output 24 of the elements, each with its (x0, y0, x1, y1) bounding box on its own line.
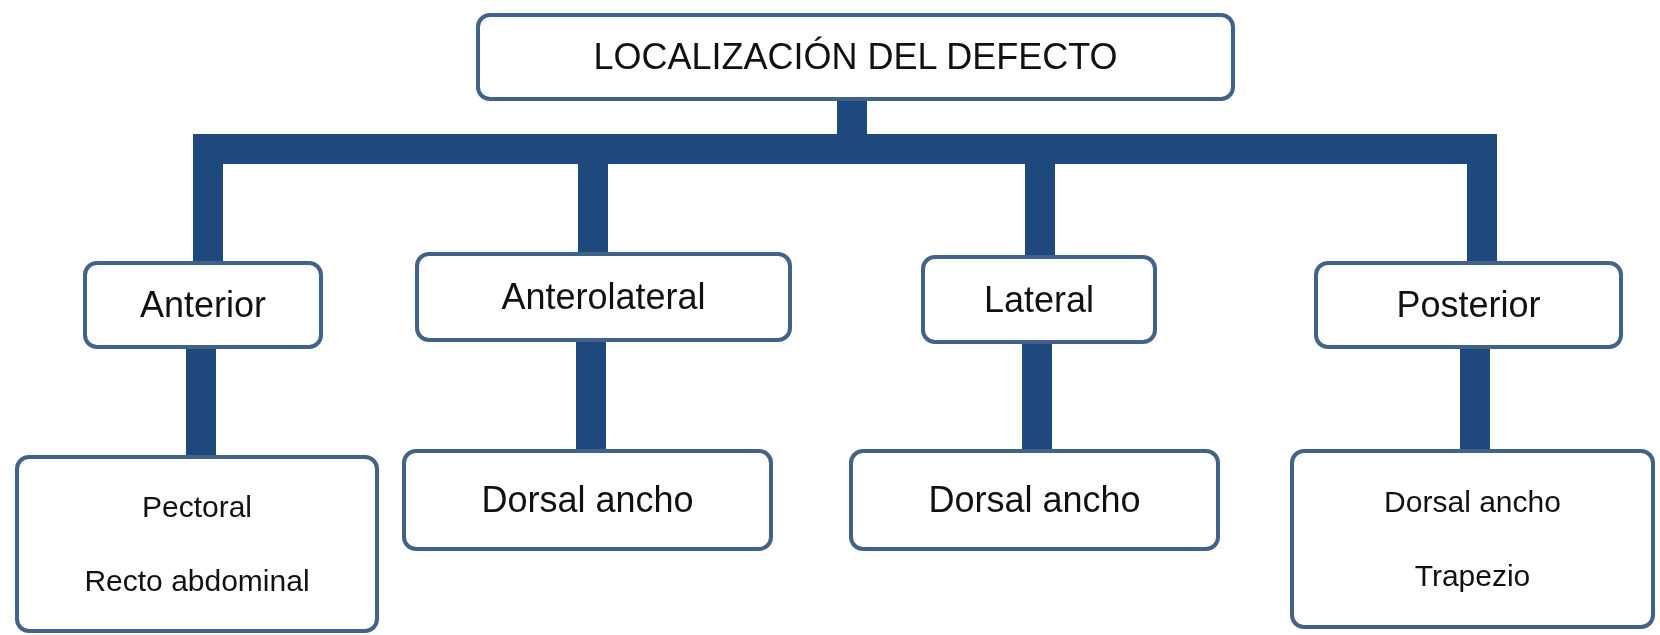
box-text: Trapezio (1414, 559, 1531, 593)
category-box (849, 449, 1220, 551)
box-text: Dorsal ancho (481, 479, 694, 521)
category-box (1290, 449, 1655, 629)
box-text: Recto abdominal (84, 564, 310, 598)
category-box (402, 449, 773, 551)
category-box (1314, 261, 1623, 349)
connector (1022, 344, 1052, 449)
title-box (476, 13, 1235, 101)
category-box (83, 261, 323, 349)
category-box (921, 255, 1157, 344)
box-text: Anterolateral (501, 276, 706, 318)
box-text: Dorsal ancho (928, 479, 1141, 521)
connector (576, 342, 606, 449)
box-text: Dorsal ancho (1384, 485, 1561, 519)
box-text: LOCALIZACIÓN DEL DEFECTO (593, 36, 1118, 78)
box-text: Pectoral (141, 490, 253, 524)
box-text: Posterior (1396, 284, 1541, 326)
category-box (15, 455, 379, 633)
connector (1460, 349, 1490, 449)
connector (186, 349, 216, 455)
box-text: Anterior (139, 284, 267, 326)
box-text: Lateral (983, 278, 1095, 321)
category-box (415, 252, 792, 342)
